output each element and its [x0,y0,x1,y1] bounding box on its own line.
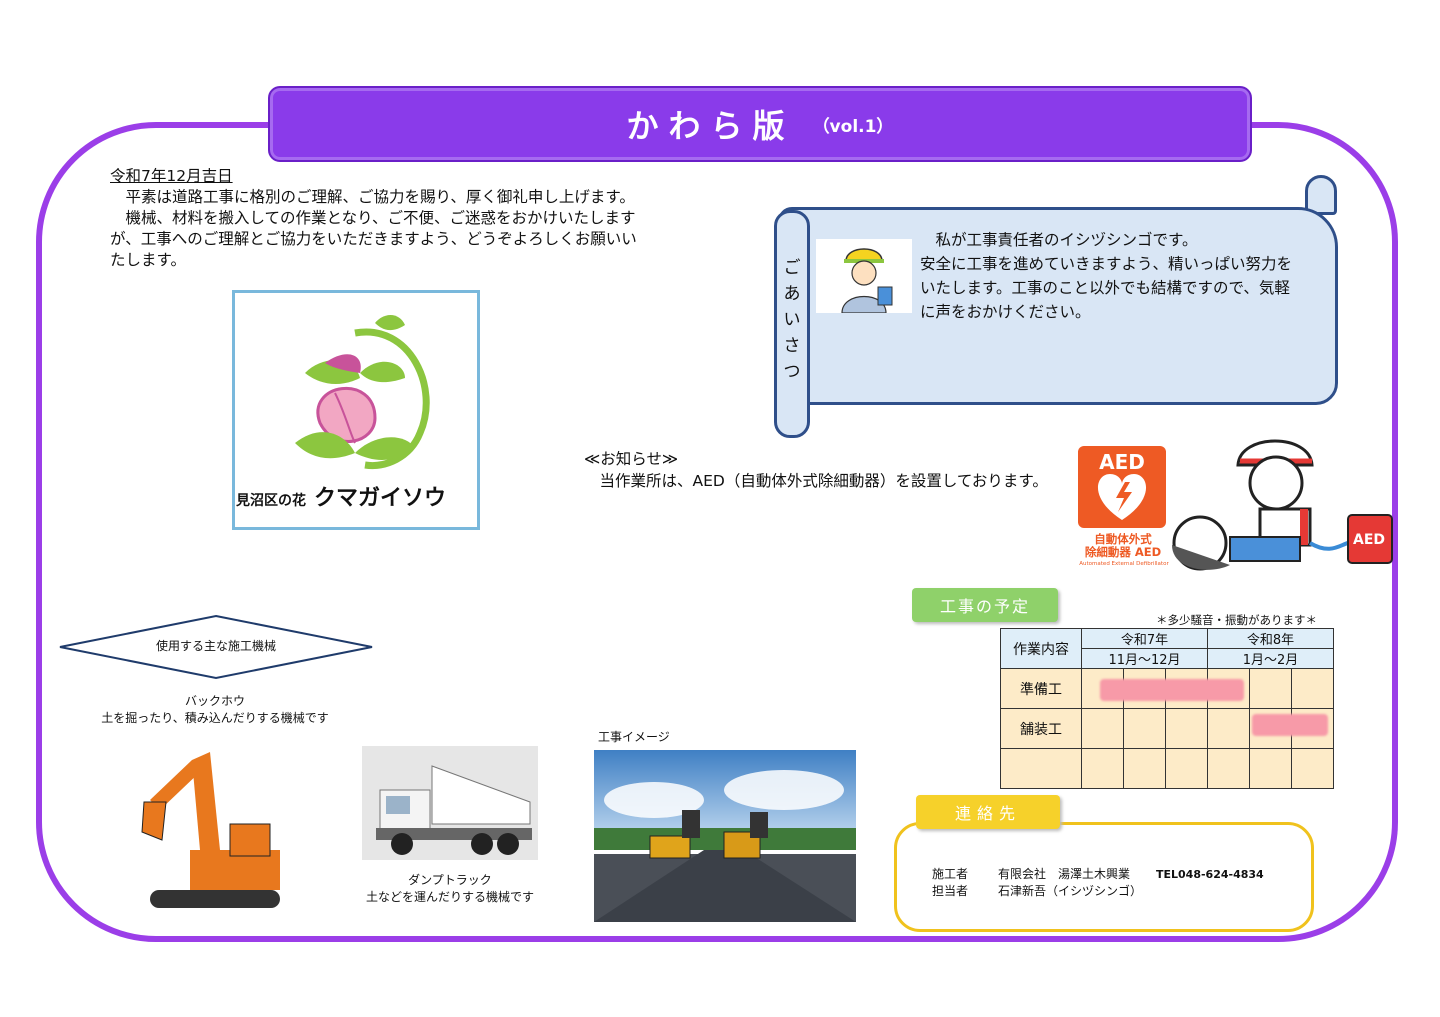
road-paving-photo [594,750,856,922]
logo-prefix: 見沼区の花 [236,493,306,509]
scroll-roll-top [1305,175,1337,215]
schedule-task: 舗装工 [1000,708,1082,749]
schedule-months: 1月～2月 [1207,648,1334,669]
aed-logo [1078,446,1166,528]
intro-line: が、工事へのご理解とご協力をいただきますよう、どうぞよろしくお願いい [110,230,637,248]
contact-info: 施工者 有限会社 湯澤土木興業 TEL048-624-4834 担当者 石津新吾… [932,866,1264,900]
contact-box [894,822,1314,932]
schedule-year: 令和7年 [1081,628,1208,649]
contact-key: 施工者 [932,867,969,881]
schedule-cell [1165,708,1208,749]
machines-diamond [59,614,373,680]
aed-rescue-icon [1172,439,1393,571]
worker-icon [816,239,912,314]
schedule-year: 令和8年 [1207,628,1334,649]
dump-caption: ダンプトラック 土などを運んだりする機械です [350,872,550,906]
worker-avatar [816,239,912,314]
issue-date: 令和7年12月吉日 [110,167,233,185]
schedule-cell [1123,708,1166,749]
schedule-col-header: 作業内容 [1000,628,1082,669]
aed-logo-text: AED [1099,450,1145,474]
table-row [1000,748,1334,789]
intro-line: 平素は道路工事に格別のご理解、ご協力を賜り、厚く御礼申し上げます。 [110,188,635,206]
backhoe-caption: バックホウ 土を掘ったり、積み込んだりする機械です [90,693,340,727]
contact-row: 施工者 有限会社 湯澤土木興業 TEL048-624-4834 [932,866,1264,883]
schedule-cell [1249,748,1292,789]
schedule-cell [1081,748,1124,789]
schedule-bar-paving [1252,714,1328,736]
schedule-task: 準備工 [1000,668,1082,709]
dump-truck-icon [362,746,538,860]
greeting-label: ごあいさつ [783,258,801,382]
schedule-bar-preparation [1100,679,1244,701]
schedule-cell [1081,708,1124,749]
contact-value: 石津新吾（イシヅシンゴ） [998,884,1143,898]
notice-heading: ≪お知らせ≫ [584,450,679,468]
contact-label: 連絡先 [916,795,1060,829]
flower-icon [295,314,430,470]
notice-body: 当作業所は、AED（自動体外式除細動器）を設置しております。 [584,472,1048,490]
schedule-cell [1207,708,1250,749]
schedule-months: 11月～12月 [1081,648,1208,669]
schedule-cell [1165,748,1208,789]
contact-key: 担当者 [932,884,969,898]
greeting-line: いたします。工事のこと以外でも結構ですので、気軽 [920,279,1290,297]
schedule-task [1000,748,1082,789]
schedule-cell [1291,748,1334,789]
aed-box-label: AED [1352,532,1386,548]
aed-illustration [1170,425,1395,585]
intro-text: 令和7年12月吉日 平素は道路工事に格別のご理解、ご協力を賜り、厚く御礼申し上げ… [110,166,690,271]
contact-phone: TEL048-624-4834 [1156,868,1264,881]
schedule-note: ＊多少騒音・振動があります＊ [1156,613,1317,627]
title-banner: かわら版 （vol.1） [268,86,1252,162]
greeting-line: に声をおかけください。 [920,303,1091,321]
dump-name: ダンプトラック [408,873,492,887]
backhoe-desc: 土を掘ったり、積み込んだりする機械です [101,711,329,725]
aed-english: Automated External Defibrillator [1079,561,1169,567]
scroll-roll-left [774,210,810,438]
schedule-label: 工事の予定 [912,588,1058,622]
contact-row: 担当者 石津新吾（イシヅシンゴ） [932,883,1264,900]
dump-truck-image [362,746,538,860]
greeting-line: 私が工事責任者のイシヅシンゴです。 [920,231,1198,249]
schedule-cell [1249,668,1292,709]
paving-image [594,750,856,922]
contact-value: 有限会社 湯澤土木興業 [998,867,1131,881]
schedule-cell [1291,668,1334,709]
volume-label: （vol.1） [812,116,894,137]
greeting-line: 安全に工事を進めていきますよう、精いっぱい努力を [920,255,1293,273]
paving-caption: 工事イメージ [598,730,670,744]
dump-desc: 土などを運んだりする機械です [365,890,534,904]
intro-line: 機械、材料を搬入しての作業となり、ご不便、ご迷惑をおかけいたします [110,209,636,227]
aed-subtitle-line: 自動体外式 [1094,532,1152,546]
greeting-text: 私が工事責任者のイシヅシンゴです。 安全に工事を進めていきますよう、精いっぱい努… [920,228,1330,324]
backhoe-name: バックホウ [184,694,245,708]
logo-name: クマガイソウ [314,486,447,511]
notice: ≪お知らせ≫ 当作業所は、AED（自動体外式除細動器）を設置しております。 [584,448,1048,492]
schedule-cell [1123,748,1166,789]
page-title: かわら版 [626,107,795,145]
backhoe-image [130,740,300,912]
aed-heart-icon [1097,474,1147,520]
machines-heading: 使用する主な施工機械 [155,639,276,653]
aed-subtitle: 自動体外式 除細動器 AED [1078,533,1168,559]
schedule-cell [1207,748,1250,789]
aed-subtitle-line: 除細動器 AED [1084,545,1162,559]
schedule-table: 作業内容 令和7年 令和8年 11月～12月 1月～2月 準備工 舗装工 [1000,628,1334,789]
logo-caption: 見沼区の花クマガイソウ [236,480,476,512]
flower-logo [232,290,480,530]
intro-line: たします。 [110,251,186,269]
backhoe-icon [141,752,280,908]
